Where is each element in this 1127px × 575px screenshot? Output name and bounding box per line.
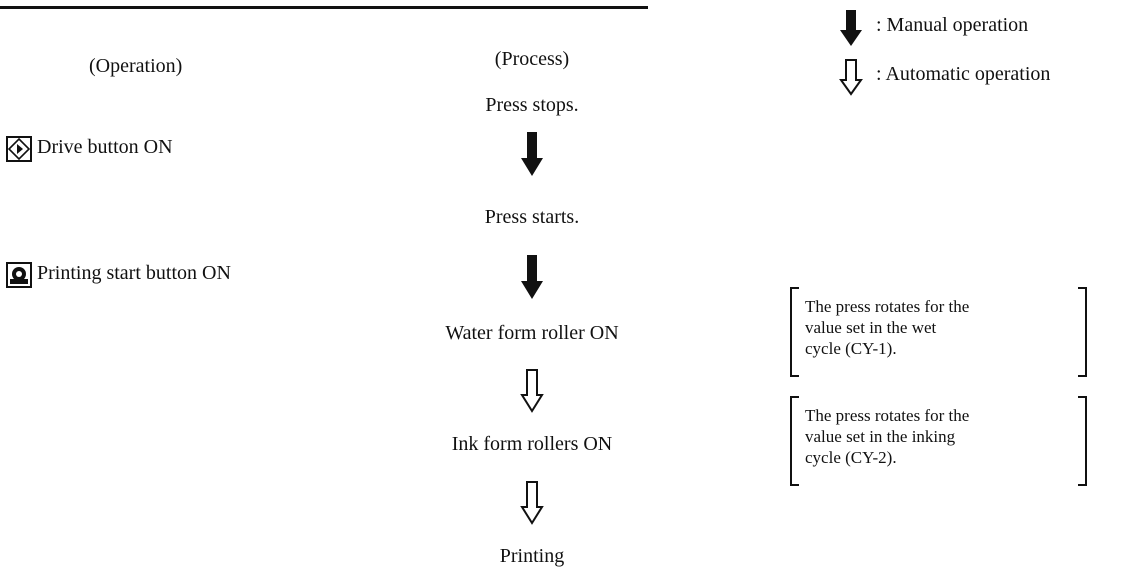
note-line: cycle (CY-2). <box>805 448 897 467</box>
process-step-press-starts: Press starts. <box>484 206 580 228</box>
note-line: The press rotates for the <box>805 406 970 425</box>
operation-header: (Operation) <box>89 55 183 77</box>
note-wet-cycle: The press rotates for the value set in t… <box>805 296 969 359</box>
drive-button-icon <box>6 136 32 162</box>
manual-arrow-icon <box>521 255 543 299</box>
manual-arrow-icon <box>521 132 543 176</box>
note-wet-bracket-left <box>790 287 799 377</box>
automatic-arrow-icon <box>520 481 544 525</box>
process-step-press-stops: Press stops. <box>485 94 579 116</box>
manual-arrow-icon <box>840 10 862 46</box>
process-step-printing: Printing <box>499 545 565 567</box>
note-inking-cycle: The press rotates for the value set in t… <box>805 405 969 468</box>
automatic-arrow-icon <box>520 369 544 413</box>
note-line: cycle (CY-1). <box>805 339 897 358</box>
top-rule <box>0 6 648 9</box>
process-header: (Process) <box>494 48 570 70</box>
note-inking-bracket-left <box>790 396 799 486</box>
note-line: The press rotates for the <box>805 297 970 316</box>
note-inking-bracket-right <box>1078 396 1087 486</box>
process-step-ink-form-rollers: Ink form rollers ON <box>451 433 613 455</box>
note-wet-bracket-right <box>1078 287 1087 377</box>
printing-start-button-icon <box>6 262 32 288</box>
note-line: value set in the inking <box>805 427 956 446</box>
legend-automatic-label: : Automatic operation <box>876 63 1051 85</box>
automatic-arrow-icon <box>839 59 863 96</box>
process-step-water-form-roller: Water form roller ON <box>445 322 619 344</box>
drive-button-label: Drive button ON <box>37 136 173 158</box>
legend-manual-label: : Manual operation <box>876 14 1029 36</box>
printing-start-button-label: Printing start button ON <box>37 262 231 284</box>
note-line: value set in the wet <box>805 318 937 337</box>
